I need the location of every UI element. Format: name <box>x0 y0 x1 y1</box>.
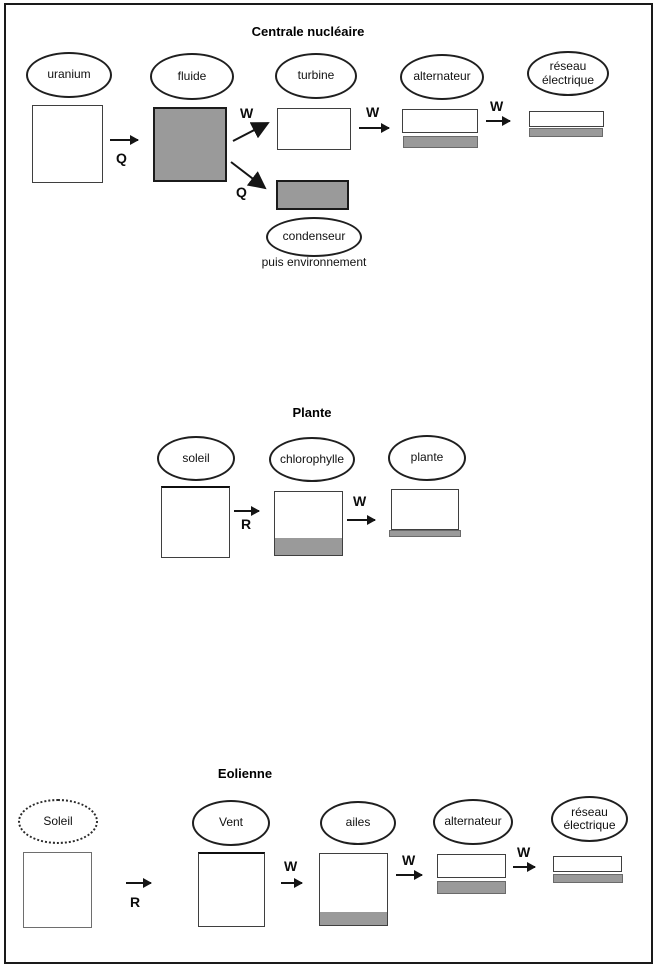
ellipse-condenseur-label: condenseur <box>282 229 346 244</box>
section-eolienne-title: Eolienne <box>217 766 273 781</box>
section-plante-title: Plante <box>292 405 332 420</box>
ellipse-ailes: ailes <box>320 801 396 845</box>
label-w-chlorophylle-plante: W <box>353 493 367 509</box>
energy-box-fluide <box>153 107 227 182</box>
label-w-alternateur-reseau-nuclear: W <box>490 98 504 114</box>
ellipse-reseau-nuclear-label: réseau électrique <box>541 59 595 87</box>
ellipse-soleil-eolienne: Soleil <box>18 799 98 844</box>
ellipse-uranium: uranium <box>26 52 112 98</box>
arrow-fluide-condenseur <box>230 161 267 190</box>
ellipse-soleil-plante-label: soleil <box>182 450 210 465</box>
label-q-uranium-fluide: Q <box>116 150 127 166</box>
arrow-vent-ailes <box>281 878 303 888</box>
ellipse-plante-label: plante <box>410 450 444 465</box>
heat-strip-ailes <box>320 912 387 925</box>
ellipse-turbine-label: turbine <box>297 68 335 83</box>
ellipse-alternateur-eolienne-label: alternateur <box>444 814 502 829</box>
ellipse-uranium-label: uranium <box>47 67 91 82</box>
heat-bar-alternateur-eolienne <box>437 881 506 894</box>
heat-bar-reseau-eolienne <box>553 874 623 883</box>
heat-strip-chlorophylle <box>275 538 342 555</box>
energy-box-condenseur <box>276 180 349 210</box>
ellipse-fluide: fluide <box>150 53 234 100</box>
ellipse-soleil-plante: soleil <box>157 436 235 481</box>
label-q-fluide-condenseur: Q <box>236 184 247 200</box>
ellipse-vent-label: Vent <box>218 815 244 830</box>
ellipse-chlorophylle: chlorophylle <box>269 437 355 482</box>
note-puis-environnement: puis environnement <box>261 255 367 269</box>
label-r-soleil-chlorophylle: R <box>241 516 252 532</box>
ellipse-plante: plante <box>388 435 466 481</box>
section-nuclear-title: Centrale nucléaire <box>251 24 365 39</box>
energy-box-ailes <box>319 853 388 926</box>
energy-box-uranium <box>32 105 103 183</box>
energy-box-soleil-eolienne <box>23 852 92 928</box>
label-r-soleil-vent: R <box>130 894 141 910</box>
energy-box-soleil-plante <box>161 486 230 558</box>
ellipse-condenseur: condenseur <box>266 217 362 257</box>
ellipse-fluide-label: fluide <box>177 68 207 83</box>
ellipse-reseau-eolienne: réseau électrique <box>551 796 628 842</box>
ellipse-soleil-eolienne-label: Soleil <box>43 813 73 828</box>
ellipse-vent: Vent <box>192 800 270 846</box>
arrow-ailes-alternateur <box>396 870 423 880</box>
arrow-turbine-alternateur <box>359 123 390 133</box>
diagram-frame <box>4 3 653 964</box>
energy-box-vent <box>198 852 265 927</box>
energy-box-alternateur-nuclear <box>402 109 478 133</box>
label-w-fluide-turbine: W <box>240 105 254 121</box>
heat-bar-reseau-nuclear <box>529 128 603 137</box>
arrow-soleil-chlorophylle <box>234 506 260 516</box>
ellipse-alternateur-nuclear-label: alternateur <box>413 69 471 84</box>
label-w-vent-ailes: W <box>284 858 298 874</box>
ellipse-reseau-eolienne-label: réseau électrique <box>563 804 616 832</box>
arrows-fluide-diagonals <box>230 122 270 190</box>
energy-box-turbine <box>277 108 351 150</box>
ellipse-alternateur-nuclear: alternateur <box>400 54 484 100</box>
label-w-alternateur-reseau-eolienne: W <box>517 844 531 860</box>
ellipse-chlorophylle-label: chlorophylle <box>279 451 345 466</box>
energy-box-reseau-eolienne <box>553 856 622 872</box>
arrow-alternateur-reseau-eolienne <box>513 862 536 872</box>
ellipse-turbine: turbine <box>275 53 357 99</box>
ellipse-alternateur-eolienne: alternateur <box>433 799 513 845</box>
energy-box-alternateur-eolienne <box>437 854 506 878</box>
heat-strip-plante <box>389 530 461 537</box>
arrow-uranium-fluide <box>110 135 139 145</box>
heat-bar-alternateur-nuclear <box>403 136 478 148</box>
arrow-chlorophylle-plante <box>347 515 376 525</box>
ellipse-reseau-nuclear: réseau électrique <box>527 51 609 96</box>
arrow-alternateur-reseau-nuclear <box>486 116 511 126</box>
ellipse-ailes-label: ailes <box>345 815 371 830</box>
energy-box-plante <box>391 489 459 530</box>
energy-box-chlorophylle <box>274 491 343 556</box>
arrow-fluide-turbine <box>232 122 270 142</box>
arrow-soleil-vent <box>126 878 152 888</box>
label-w-turbine-alternateur: W <box>366 104 380 120</box>
label-w-ailes-alternateur: W <box>402 852 416 868</box>
energy-box-reseau-nuclear <box>529 111 604 127</box>
